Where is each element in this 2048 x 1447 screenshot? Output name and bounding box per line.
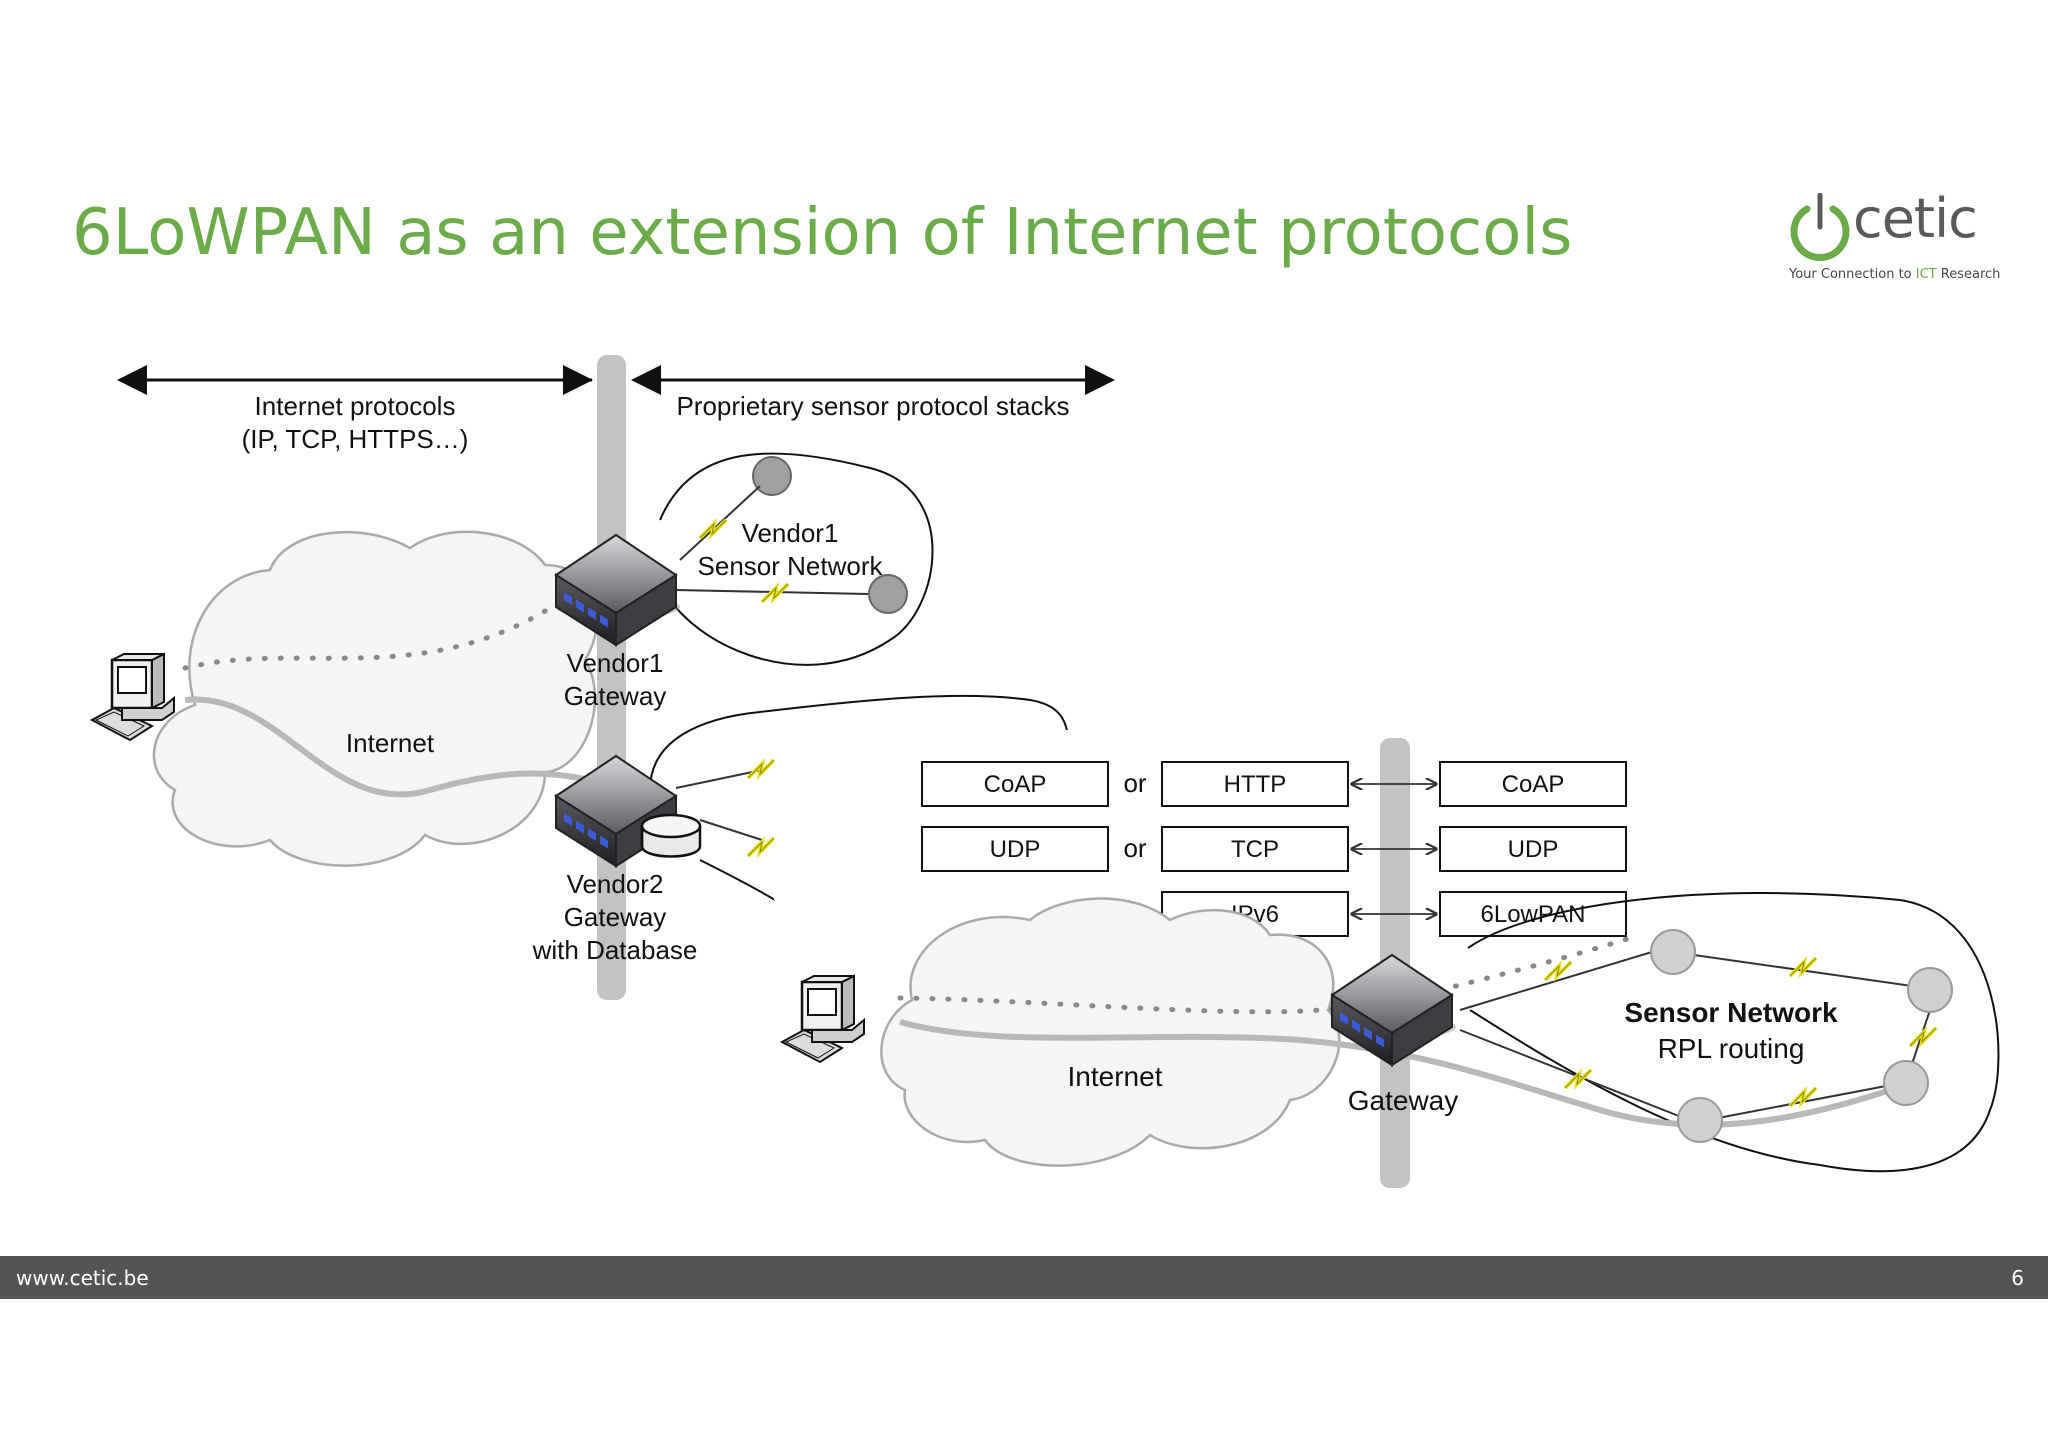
internet-protocols-label: Internet protocols [255, 391, 456, 421]
slide-title: 6LoWPAN as an extension of Internet prot… [72, 196, 1573, 270]
sensor-node [1677, 1097, 1723, 1143]
dotted-path-top [182, 602, 558, 671]
vendor1-network-type: Sensor Network [698, 551, 884, 581]
logo-tagline: Your Connection to ICT Research [1789, 267, 2001, 282]
sensor-node [868, 574, 908, 614]
wireless-bolt [746, 836, 776, 858]
cetic-logo: cetic Your Connection to ICT Research [1785, 185, 2000, 285]
proprietary-stacks-label: Proprietary sensor protocol stacks [676, 391, 1069, 421]
stack-http: HTTP [1224, 771, 1287, 798]
stack-or: or [1123, 833, 1146, 863]
stack-6lowpan: 6LowPAN [1481, 901, 1586, 928]
power-icon [1790, 193, 1850, 261]
stack-row-1: CoAP or HTTP CoAP [921, 761, 1627, 807]
internet-cloud-top [152, 530, 599, 867]
wireless-bolt [1788, 1086, 1818, 1108]
wireless-bolt [1908, 1026, 1938, 1048]
internet-label-top: Internet [346, 728, 435, 758]
internet-cloud-bottom [880, 897, 1341, 1167]
logo-wordmark: cetic [1853, 187, 1978, 250]
wireless-bolt [746, 758, 776, 780]
vendor2-network-boundary [649, 694, 1069, 791]
sensor-node [1650, 929, 1696, 975]
footer-url: www.cetic.be [16, 1266, 149, 1290]
dotted-path-bottom [897, 995, 1343, 1015]
gateway-label: Gateway [1348, 1085, 1459, 1116]
vendor1-network-name: Vendor1 [742, 518, 839, 548]
internet-protocols-examples: (IP, TCP, HTTPS…) [242, 424, 469, 454]
stack-tcp: TCP [1231, 836, 1279, 863]
footer-bar: www.cetic.be 6 [0, 1256, 2048, 1299]
wireless-bolt [698, 518, 728, 540]
vendor1-gateway-name: Vendor1 [567, 648, 664, 678]
bottom-scenario: CoAP or HTTP CoAP UDP or TCP UDP IPv6 6L… [780, 738, 2000, 1188]
database-icon [640, 813, 702, 858]
stack-udp-left: UDP [990, 836, 1041, 863]
vendor1-gateway-type: Gateway [564, 681, 667, 711]
vendor2-gateway-detail: with Database [532, 935, 698, 965]
stack-row-2: UDP or TCP UDP [921, 826, 1627, 872]
stack-coap-right: CoAP [1502, 771, 1565, 798]
sensor-links [1459, 951, 1938, 1119]
sensor-network-routing: RPL routing [1658, 1033, 1805, 1064]
stack-udp-right: UDP [1508, 836, 1559, 863]
gray-path-bottom [899, 1019, 1891, 1128]
vendor2-gateway-type: Gateway [564, 902, 667, 932]
top-scenario: Internet protocols (IP, TCP, HTTPS…) Pro… [90, 355, 1134, 1000]
stack-coap-left: CoAP [984, 771, 1047, 798]
network-diagram: Internet protocols (IP, TCP, HTTPS…) Pro… [90, 355, 2000, 1188]
gray-path-top [184, 696, 591, 798]
vendor1-network-boundary [659, 452, 934, 666]
page-number: 6 [2011, 1266, 2024, 1290]
wireless-bolt [1788, 956, 1818, 978]
pc-icon-bottom [780, 974, 866, 1064]
sensor-node [1907, 967, 1953, 1013]
sensor-node [752, 456, 792, 496]
sensor-node [1883, 1060, 1929, 1106]
internet-label-bottom: Internet [1068, 1061, 1163, 1092]
pc-icon-top [90, 652, 176, 742]
stack-or: or [1123, 768, 1146, 798]
vendor2-gateway-name: Vendor2 [567, 869, 664, 899]
sensor-network-title: Sensor Network [1624, 997, 1838, 1028]
